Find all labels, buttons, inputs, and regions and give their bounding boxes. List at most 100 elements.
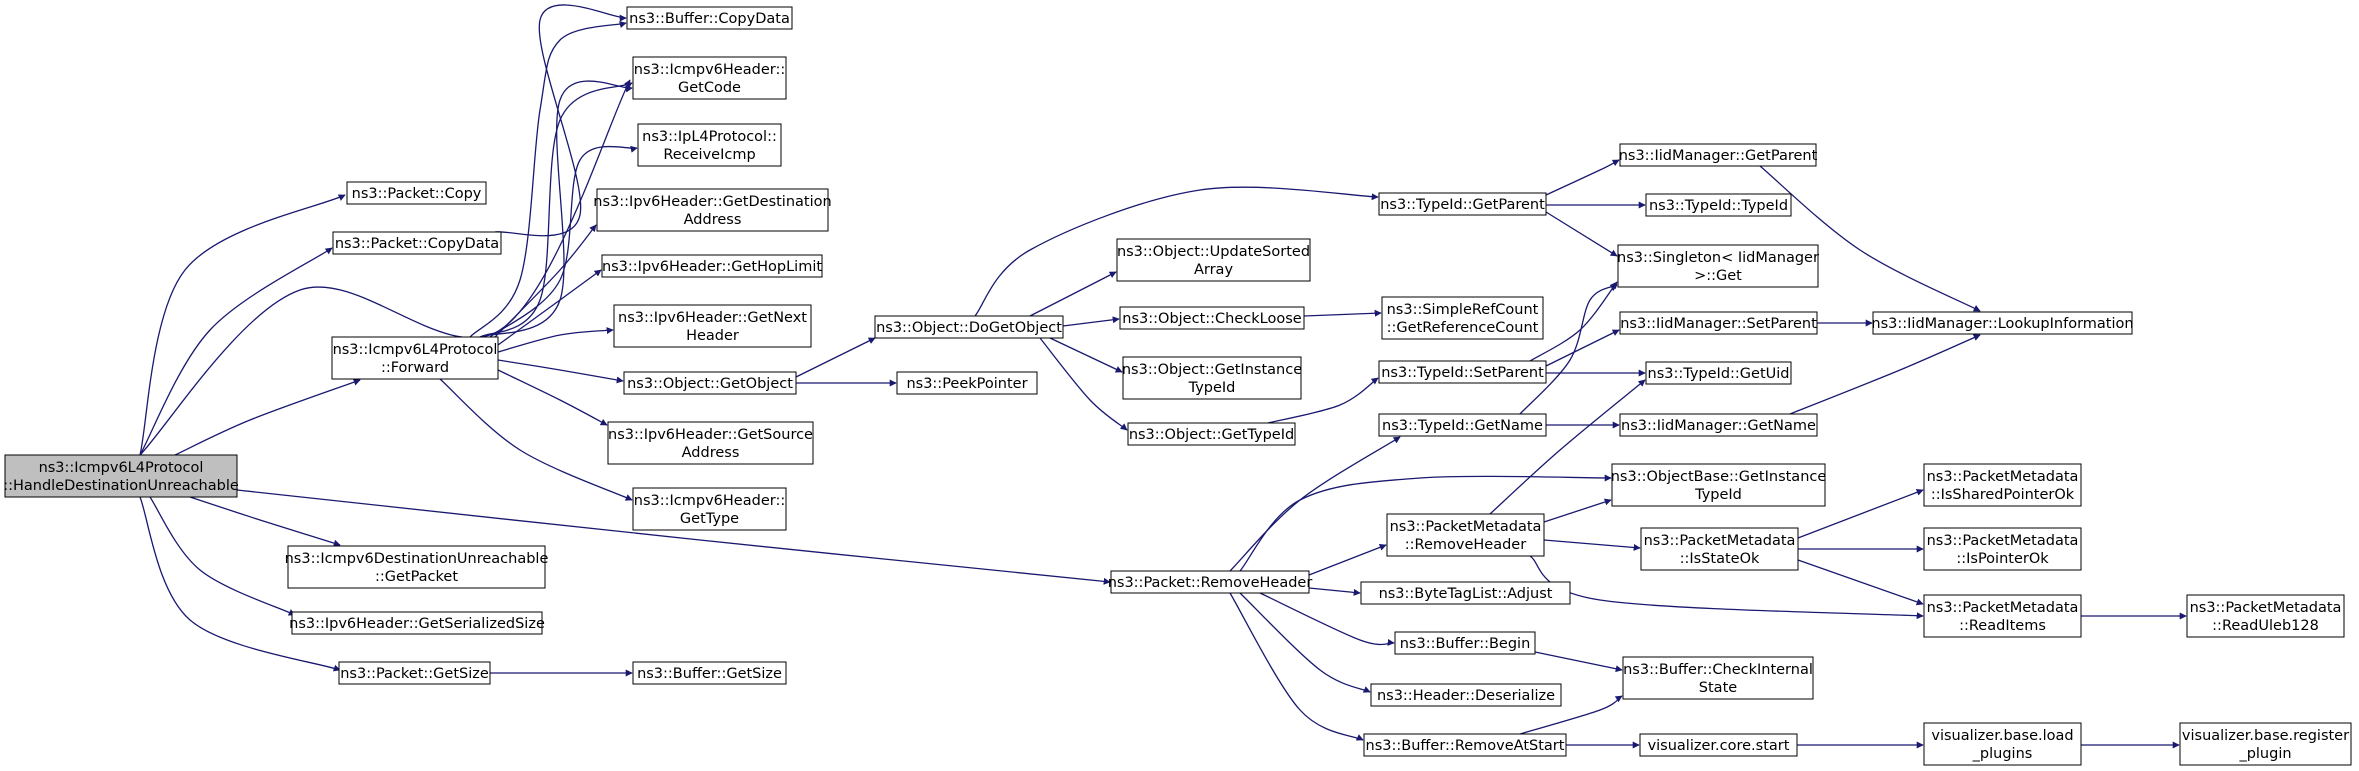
node-pm-readuleb128[interactable]: ns3::PacketMetadata::ReadUleb128: [2186, 594, 2345, 638]
node-pm-issharedpointerok[interactable]: ns3::PacketMetadata::IsSharedPointerOk: [1923, 463, 2082, 507]
node-typeid-typeid[interactable]: ns3::TypeId::TypeId: [1645, 193, 1792, 217]
node-packet-copy[interactable]: ns3::Packet::Copy: [346, 181, 487, 205]
node-box: [1360, 581, 1571, 605]
edge-root-to-forward: [174, 378, 361, 456]
edge-forward-to-ipv6-getnext: [497, 327, 614, 353]
node-label-line: ::ReadUleb128: [2212, 618, 2319, 634]
node-label-line: ns3::Icmpv6Header::: [634, 62, 785, 78]
node-pm-isstateok[interactable]: ns3::PacketMetadata::IsStateOk: [1640, 527, 1799, 571]
node-label-line: ::IsStateOk: [1680, 551, 1760, 567]
node-icmp-getcode[interactable]: ns3::Icmpv6Header::GetCode: [632, 56, 787, 100]
node-pm-ispointerok[interactable]: ns3::PacketMetadata::IsPointerOk: [1923, 527, 2082, 571]
edge-forward-to-icmp-getcode: [479, 82, 633, 338]
node-buffer-begin[interactable]: ns3::Buffer::Begin: [1394, 631, 1536, 655]
node-box: [1923, 722, 2082, 766]
node-ipv6-getserializedsize[interactable]: ns3::Ipv6Header::GetSerializedSize: [289, 611, 545, 635]
node-box: [626, 6, 793, 30]
node-typeid-setparent[interactable]: ns3::TypeId::SetParent: [1378, 360, 1547, 384]
node-box: [896, 371, 1038, 395]
node-label-line: ns3::Icmpv6L4Protocol: [39, 460, 204, 476]
node-box: [332, 231, 502, 255]
node-iid-getparent[interactable]: ns3::IidManager::GetParent: [1619, 143, 1818, 167]
node-box: [596, 188, 829, 232]
node-box: [613, 304, 812, 348]
node-label-line: ns3::PacketMetadata: [1644, 533, 1796, 549]
node-label-line: ns3::IidManager::SetParent: [1620, 316, 1817, 332]
node-box: [1122, 356, 1302, 400]
edge-typeid-setparent-to-singleton-get: [1529, 281, 1618, 362]
node-label-line: Array: [1194, 262, 1233, 278]
node-iid-getname[interactable]: ns3::IidManager::GetName: [1619, 413, 1818, 437]
node-simplerefcount[interactable]: ns3::SimpleRefCount::GetReferenceCount: [1381, 296, 1544, 340]
node-buffer-copydata[interactable]: ns3::Buffer::CopyData: [626, 6, 793, 30]
node-label-line: ns3::IidManager::GetName: [1621, 418, 1816, 434]
node-label-line: _plugins: [1972, 746, 2033, 762]
node-buffer-getsize[interactable]: ns3::Buffer::GetSize: [632, 661, 787, 685]
edge-forward-to-object-getobject: [497, 359, 624, 384]
edge-object-dogetobject-to-object-getinstancetypeid: [1049, 337, 1123, 373]
node-box: [331, 336, 499, 380]
node-du-getpacket[interactable]: ns3::Icmpv6DestinationUnreachable::GetPa…: [285, 545, 549, 589]
node-forward[interactable]: ns3::Icmpv6L4Protocol::Forward: [331, 336, 499, 380]
edge-forward-to-icmp-getcode: [479, 80, 633, 338]
node-buffer-removeatstart[interactable]: ns3::Buffer::RemoveAtStart: [1363, 733, 1567, 757]
edge-forward-to-buffer-copydata: [469, 21, 627, 338]
node-iid-lookup[interactable]: ns3::IidManager::LookupInformation: [1871, 311, 2134, 335]
edge-packet-removeheader-to-header-deserialize: [1239, 592, 1371, 693]
node-object-gettypeid[interactable]: ns3::Object::GetTypeId: [1127, 422, 1296, 446]
node-iid-setparent[interactable]: ns3::IidManager::SetParent: [1619, 311, 1818, 335]
node-box: [1394, 631, 1536, 655]
node-pm-readitems[interactable]: ns3::PacketMetadata::ReadItems: [1923, 594, 2082, 638]
node-icmp-gettype[interactable]: ns3::Icmpv6Header::GetType: [632, 487, 787, 531]
node-viz-load-plugins[interactable]: visualizer.base.load_plugins: [1923, 722, 2082, 766]
node-label-line: ns3::Icmpv6Header::: [634, 493, 785, 509]
node-singleton-get[interactable]: ns3::Singleton< IidManager>::Get: [1617, 244, 1819, 288]
edge-forward-to-ipv6-gethoplimit: [497, 269, 602, 346]
node-box: [637, 123, 782, 167]
edge-object-dogetobject-to-object-gettypeid: [1039, 337, 1128, 431]
node-viz-core-start[interactable]: visualizer.core.start: [1639, 733, 1798, 757]
edge-forward-to-ipl4-receiveicmp: [489, 145, 638, 338]
node-ipv6-gethoplimit[interactable]: ns3::Ipv6Header::GetHopLimit: [601, 254, 823, 278]
node-box: [1378, 413, 1547, 437]
node-typeid-getparent[interactable]: ns3::TypeId::GetParent: [1378, 192, 1547, 216]
node-label-line: ns3::TypeId::GetName: [1382, 418, 1543, 434]
node-typeid-getuid[interactable]: ns3::TypeId::GetUid: [1645, 361, 1792, 385]
node-box: [1619, 143, 1817, 167]
node-box: [1611, 463, 1826, 507]
node-box: [1110, 570, 1310, 594]
edge-object-dogetobject-to-object-checkloose: [1062, 316, 1120, 327]
node-label-line: ns3::TypeId::TypeId: [1649, 198, 1788, 214]
node-label-line: ns3::Object::GetInstance: [1122, 362, 1302, 378]
node-object-getobject[interactable]: ns3::Object::GetObject: [623, 371, 797, 395]
node-packet-removeheader[interactable]: ns3::Packet::RemoveHeader: [1108, 570, 1313, 594]
node-bytetaglist-adjust[interactable]: ns3::ByteTagList::Adjust: [1360, 581, 1571, 605]
node-viz-register-plugin[interactable]: visualizer.base.register_plugin: [2179, 722, 2352, 766]
node-root[interactable]: ns3::Icmpv6L4Protocol::HandleDestination…: [3, 454, 239, 498]
node-label-line: ns3::Icmpv6L4Protocol: [333, 342, 498, 358]
node-ipl4-receiveicmp[interactable]: ns3::IpL4Protocol::ReceiveIcmp: [637, 123, 782, 167]
node-header-deserialize[interactable]: ns3::Header::Deserialize: [1370, 683, 1562, 707]
node-box: [1378, 360, 1547, 384]
node-peekpointer[interactable]: ns3::PeekPointer: [896, 371, 1038, 395]
node-packet-copydata[interactable]: ns3::Packet::CopyData: [332, 231, 502, 255]
edge-forward-to-ipv6-getdest: [494, 224, 597, 338]
node-typeid-getname[interactable]: ns3::TypeId::GetName: [1378, 413, 1547, 437]
node-box: [632, 56, 787, 100]
node-label-line: ::HandleDestinationUnreachable: [3, 478, 239, 494]
node-box: [1923, 594, 2082, 638]
node-label-line: ::GetReferenceCount: [1387, 320, 1539, 336]
node-object-dogetobject[interactable]: ns3::Object::DoGetObject: [874, 315, 1064, 339]
node-label-line: ns3::Singleton< IidManager: [1617, 250, 1819, 266]
node-pm-removeheader[interactable]: ns3::PacketMetadata::RemoveHeader: [1386, 513, 1545, 557]
node-object-checkloose[interactable]: ns3::Object::CheckLoose: [1119, 306, 1305, 330]
node-packet-getsize[interactable]: ns3::Packet::GetSize: [338, 661, 491, 685]
node-label-line: ns3::PacketMetadata: [1927, 469, 2079, 485]
